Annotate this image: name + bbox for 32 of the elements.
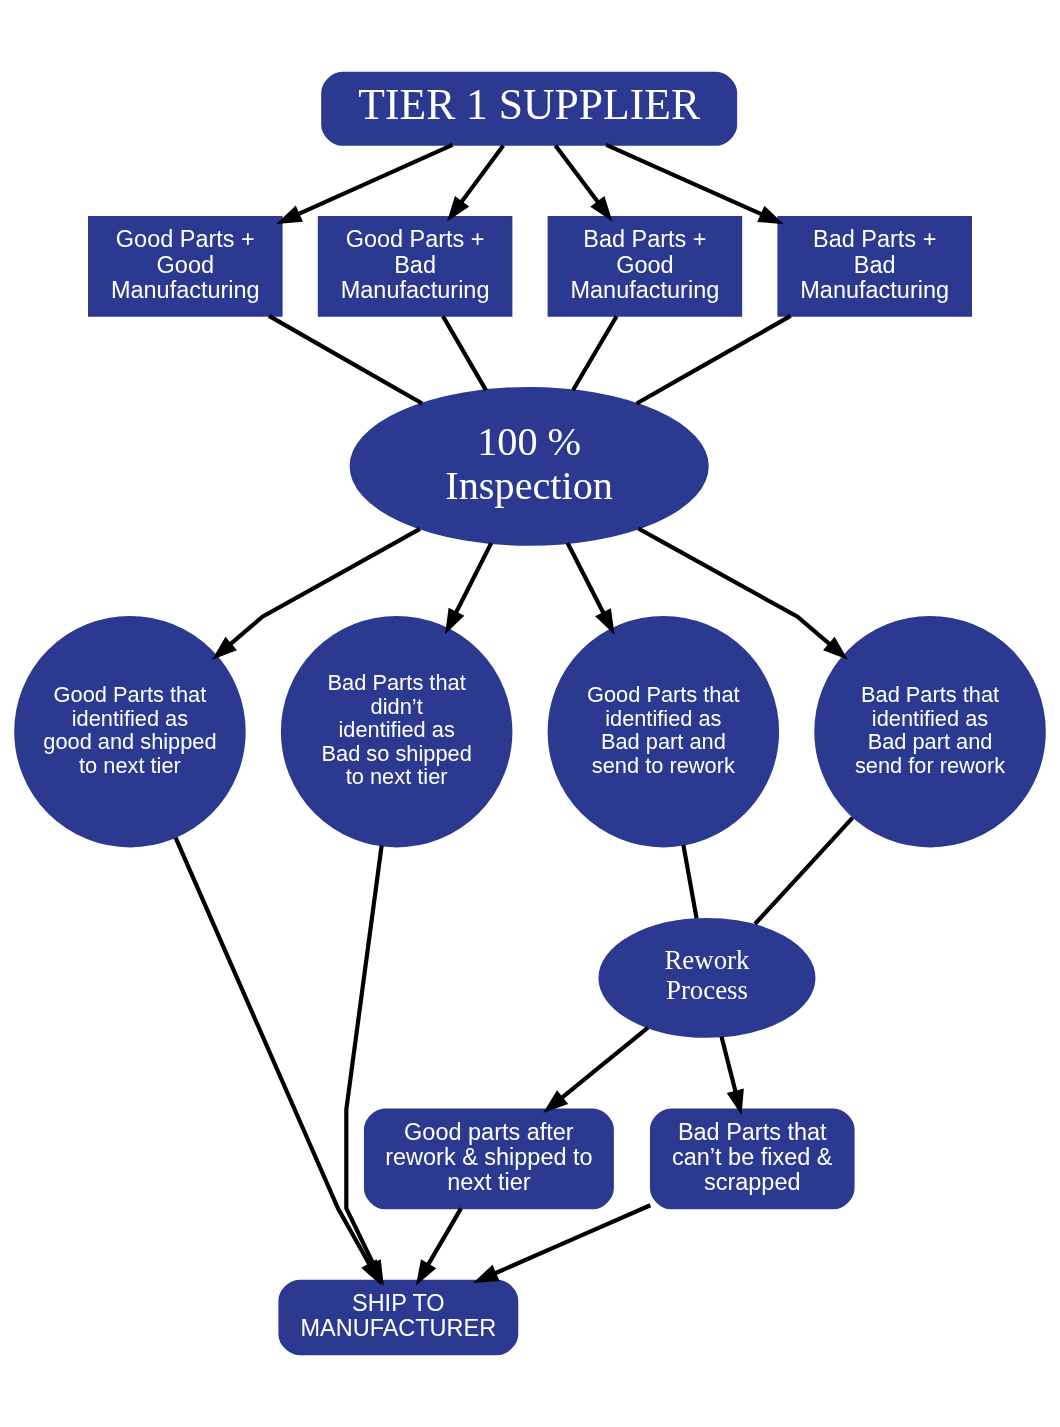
arrow xyxy=(543,1026,650,1114)
arrow xyxy=(276,142,454,224)
connector xyxy=(571,315,619,392)
arrow xyxy=(472,1203,652,1283)
arrow xyxy=(637,526,848,660)
arrow xyxy=(415,1207,463,1286)
node-ellipse: 100 % Inspection xyxy=(349,386,709,546)
node-box: Bad Parts + Bad Manufacturing xyxy=(777,216,972,317)
node-box: TIER 1 SUPPLIER xyxy=(321,71,738,146)
node-ellipse: Rework Process xyxy=(598,918,816,1038)
node-circle: Good Parts that identified as good and shipped to next tier xyxy=(14,615,246,848)
connector xyxy=(681,844,699,919)
arrow xyxy=(553,144,613,222)
node-box: Good Parts + Good Manufacturing xyxy=(88,216,283,317)
arrow xyxy=(719,1036,744,1116)
node-circle: Good Parts that identified as Bad part and send to rework xyxy=(547,615,780,848)
node-circle: Bad Parts that didn’t identified as Bad so shipped to next tier xyxy=(280,615,513,848)
node-box: SHIP TO MANUFACTURER xyxy=(278,1279,519,1356)
arrow xyxy=(212,527,421,660)
arrow xyxy=(565,542,615,635)
connector xyxy=(267,314,424,406)
node-box: Bad Parts that can’t be fixed & scrapped xyxy=(649,1108,855,1210)
node-circle: Bad Parts that identified as Bad part and send for rework xyxy=(814,615,1046,848)
arrow xyxy=(445,542,494,635)
connector xyxy=(635,314,792,406)
arrow xyxy=(447,144,505,222)
node-box: Good parts after rework & shipped to next tier xyxy=(363,1108,614,1210)
connector xyxy=(753,816,855,926)
node-box: Good Parts + Bad Manufacturing xyxy=(317,216,513,317)
node-box: Bad Parts + Good Manufacturing xyxy=(547,216,743,317)
connector xyxy=(441,315,488,392)
arrow xyxy=(605,142,784,225)
